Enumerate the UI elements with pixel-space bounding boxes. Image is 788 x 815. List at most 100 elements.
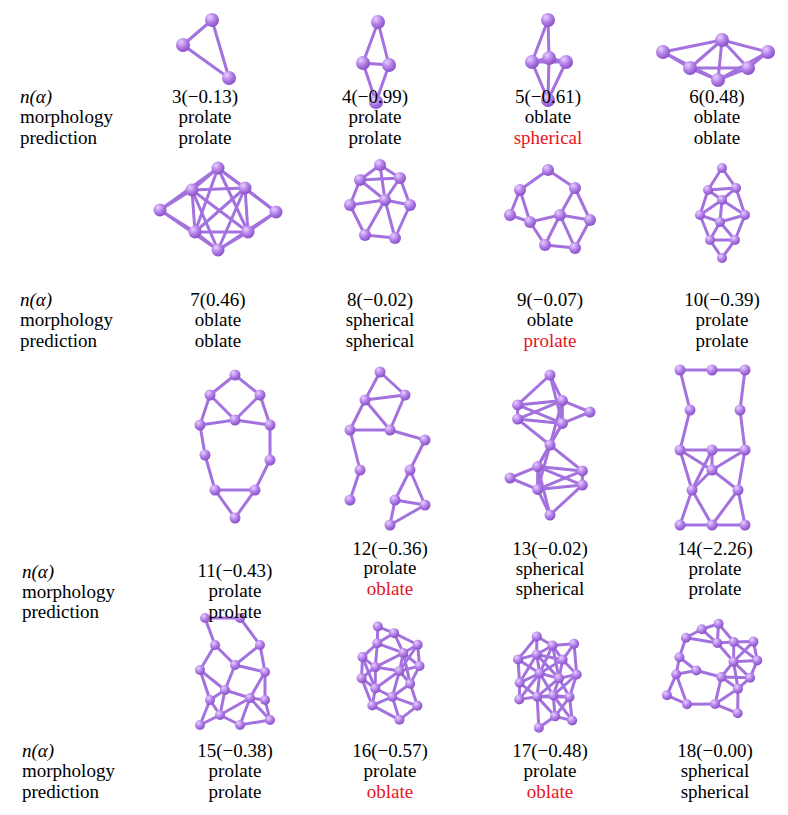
atom <box>557 418 568 429</box>
bond <box>220 698 250 715</box>
atom <box>405 465 416 476</box>
atom <box>420 435 431 446</box>
atom <box>512 399 523 410</box>
atom <box>394 172 406 184</box>
atom <box>154 204 167 217</box>
atom <box>532 631 542 641</box>
bond <box>680 490 692 525</box>
atom <box>242 226 255 239</box>
atom <box>382 58 396 72</box>
atom <box>200 450 211 461</box>
atom <box>710 699 720 709</box>
atom <box>740 210 750 220</box>
atom <box>265 455 276 466</box>
atom <box>524 216 536 228</box>
atom <box>712 638 722 648</box>
atom <box>239 182 252 195</box>
atom <box>355 465 366 476</box>
atom <box>545 440 556 451</box>
atom <box>357 673 367 683</box>
prediction-label: spherical <box>514 128 583 149</box>
atom <box>230 660 240 670</box>
bond <box>718 52 768 80</box>
atom <box>367 700 377 710</box>
morphology-label: spherical <box>516 559 585 580</box>
row-header: n(α) <box>22 741 54 762</box>
atom <box>554 209 566 221</box>
atom <box>186 184 199 197</box>
bond <box>518 375 550 405</box>
row-header: morphology <box>20 107 113 128</box>
atom <box>230 415 241 426</box>
atom <box>550 711 560 721</box>
atom <box>212 244 225 257</box>
atom <box>375 367 386 378</box>
morphology-label: prolate <box>179 107 232 128</box>
atom <box>513 654 523 664</box>
atom <box>360 395 371 406</box>
morphology-label: prolate <box>364 761 417 782</box>
atom <box>525 55 539 69</box>
atom <box>205 695 215 705</box>
atom <box>505 473 516 484</box>
morphology-label: oblate <box>195 310 241 331</box>
atom <box>671 669 681 679</box>
bond <box>692 490 712 525</box>
atom <box>212 162 225 175</box>
atom-cluster <box>195 370 276 524</box>
atom <box>260 695 270 705</box>
atom <box>385 425 396 436</box>
cluster-number: 4(−0.99) <box>342 87 408 108</box>
atom <box>717 195 727 205</box>
atom <box>717 253 727 263</box>
bond <box>350 430 360 470</box>
cluster-number: 10(−0.39) <box>684 290 760 311</box>
atom <box>761 45 775 59</box>
atom <box>535 668 545 678</box>
bond <box>195 231 248 234</box>
atom <box>714 619 724 629</box>
atom <box>548 641 558 651</box>
bond <box>740 370 745 410</box>
atom <box>548 690 558 700</box>
atom <box>415 661 425 671</box>
atom <box>584 214 596 226</box>
atom <box>260 667 270 677</box>
prediction-label: prolate <box>179 128 232 149</box>
morphology-label: prolate <box>209 581 262 602</box>
bond <box>390 395 405 430</box>
atom-cluster <box>345 367 431 531</box>
atom <box>374 159 386 171</box>
row-header: n(α) <box>22 562 54 583</box>
prediction-label: prolate <box>524 331 577 352</box>
atom <box>265 420 276 431</box>
atom <box>740 445 751 456</box>
bond <box>712 490 738 525</box>
bond <box>518 401 563 419</box>
prediction-label: oblate <box>694 128 740 149</box>
bond <box>365 400 390 430</box>
prediction-label: oblate <box>367 782 413 803</box>
atom <box>515 678 525 688</box>
bond <box>218 168 248 232</box>
atom <box>729 637 739 647</box>
morphology-label: prolate <box>524 761 577 782</box>
atom <box>270 206 283 219</box>
atom <box>398 648 408 658</box>
bond <box>663 52 718 80</box>
atom <box>372 638 382 648</box>
atom <box>255 640 265 650</box>
atom <box>730 235 740 245</box>
atom <box>545 370 556 381</box>
atom <box>707 365 718 376</box>
cluster-number: 3(−0.13) <box>172 87 238 108</box>
row-header: n(α) <box>20 87 52 108</box>
atom <box>210 485 221 496</box>
atom <box>577 480 588 491</box>
row-header: morphology <box>22 582 115 603</box>
cluster-number: 18(−0.00) <box>677 741 753 762</box>
atom <box>733 684 743 694</box>
bond <box>518 401 563 405</box>
atom <box>230 370 241 381</box>
atom <box>717 163 727 173</box>
